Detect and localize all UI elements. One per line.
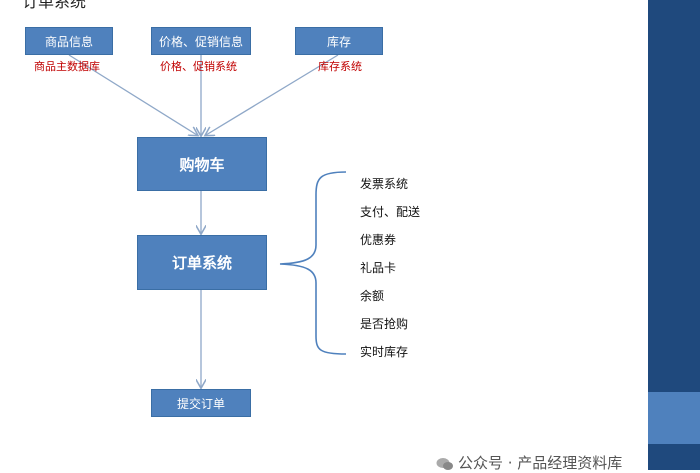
arrow-product-to-cart (68, 54, 197, 135)
service-invoice: 发票系统 (360, 177, 409, 191)
stock-box: 库存 (295, 27, 383, 55)
service-gift-card: 礼品卡 (360, 261, 397, 275)
service-realtime-stock: 实时库存 (360, 345, 409, 359)
service-flash-sale: 是否抢购 (360, 317, 409, 331)
service-balance: 余额 (360, 289, 385, 303)
wechat-icon (436, 458, 453, 470)
arrow-stock-to-cart (206, 54, 339, 135)
product-master-db-label: 商品主数据库 (34, 60, 100, 73)
right-sidebar-bar (648, 0, 700, 470)
service-coupon: 优惠券 (360, 233, 397, 247)
product-info-box: 商品信息 (25, 27, 113, 55)
submit-order-box: 提交订单 (151, 389, 251, 417)
cart-box: 购物车 (137, 137, 267, 191)
price-promo-system-label: 价格、促销系统 (160, 60, 237, 73)
right-sidebar-accent (648, 392, 700, 444)
service-payment-delivery: 支付、配送 (360, 205, 421, 219)
price-promo-info-box: 价格、促销信息 (151, 27, 251, 55)
stock-system-label: 库存系统 (318, 60, 362, 73)
services-brace (279, 171, 347, 355)
watermark-text: 公众号 · 产品经理资料库 (458, 454, 623, 472)
page-title: 订单系统 (22, 0, 87, 11)
order-system-box: 订单系统 (137, 235, 267, 290)
